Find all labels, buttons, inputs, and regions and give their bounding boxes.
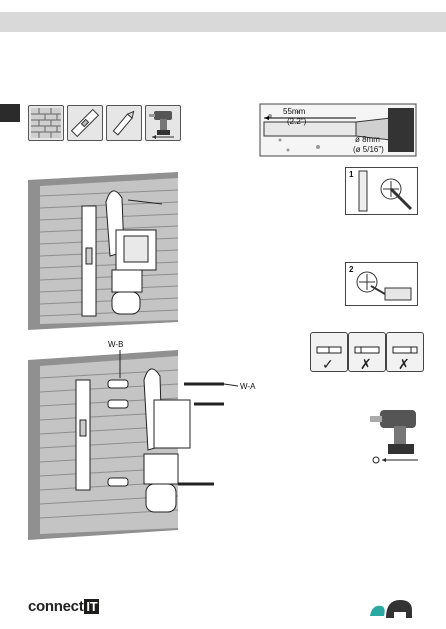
brick-wall-icon [28, 105, 64, 141]
drill-icon [145, 105, 181, 141]
pencil-icon [106, 105, 142, 141]
drill-depth-inch: (2.2") [287, 117, 306, 126]
drill-bit-mm: ø 8mm [355, 135, 380, 144]
drill-depth-mm: 55mm [283, 107, 305, 116]
step1-number: 1 [349, 170, 353, 179]
step1-panel [345, 167, 418, 215]
spirit-level-icon [67, 105, 103, 141]
section-tab [0, 104, 20, 122]
step2-number: 2 [349, 265, 353, 274]
brand-name: connect [28, 598, 83, 615]
header-bar [0, 12, 446, 32]
drill-bit-inch: (ø 5/16") [353, 145, 384, 154]
cross-mark-left: ✗ [360, 356, 372, 373]
drill-icon [366, 404, 424, 466]
wall-mark-illustration [28, 172, 184, 332]
screw-label: W-A [240, 382, 255, 391]
wall-mount-illustration [28, 350, 258, 540]
check-mark-correct: ✓ [322, 356, 334, 373]
cross-mark-right: ✗ [398, 356, 410, 373]
step2-panel [345, 262, 418, 306]
drill-depth-diagram [258, 102, 418, 158]
brand-suffix: IT [84, 599, 99, 614]
elephant-logo-icon [368, 596, 416, 620]
wall-plug-label: W-B [108, 340, 123, 349]
